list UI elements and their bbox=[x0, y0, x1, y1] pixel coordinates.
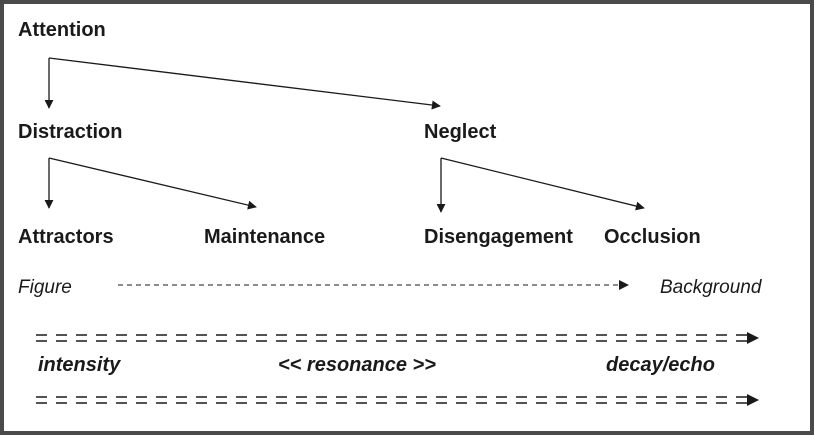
diagram-connectors bbox=[36, 57, 759, 406]
node-neglect: Neglect bbox=[424, 121, 497, 143]
axis-end-label: Background bbox=[660, 277, 762, 298]
axis-start-label: Figure bbox=[18, 277, 72, 298]
band-right-label: decay/echo bbox=[606, 354, 715, 376]
node-disengagement: Disengagement bbox=[424, 226, 573, 248]
node-occlusion: Occlusion bbox=[604, 226, 701, 248]
lower-double-dashed-arrow bbox=[36, 394, 759, 406]
distraction-to-maintenance-connector bbox=[48, 157, 257, 210]
node-attention: Attention bbox=[18, 19, 106, 41]
node-attractors: Attractors bbox=[18, 226, 114, 248]
node-distraction: Distraction bbox=[18, 121, 123, 143]
attention-branches bbox=[44, 57, 441, 110]
band-center-label: << resonance >> bbox=[278, 354, 436, 376]
band-left-label: intensity bbox=[38, 354, 121, 376]
distraction-branches bbox=[44, 157, 257, 210]
neglect-to-occlusion-connector bbox=[440, 157, 645, 211]
upper-double-dashed-arrow bbox=[36, 332, 759, 344]
node-maintenance: Maintenance bbox=[204, 226, 326, 248]
diagram-canvas: Attention Distraction Neglect Attractors… bbox=[4, 4, 810, 431]
neglect-branches bbox=[436, 157, 645, 213]
attention-to-neglect-connector bbox=[48, 57, 441, 110]
